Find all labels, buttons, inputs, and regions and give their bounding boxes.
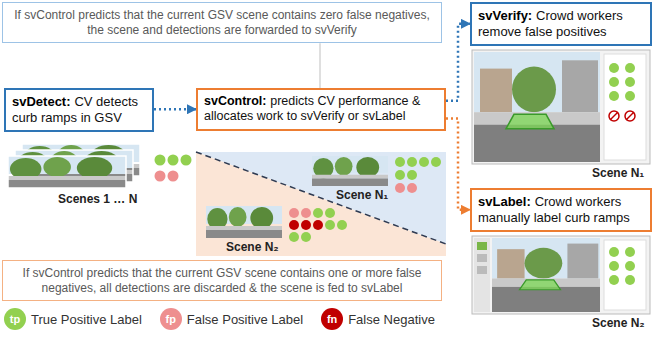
legend-text: False Negative [348, 312, 435, 327]
scene-caption: Scene N₂ [226, 240, 279, 254]
scene-caption: Scenes 1 … N [58, 192, 137, 206]
label-screenshot [625, 275, 635, 285]
detection-dots [289, 220, 299, 230]
detection-dots [395, 157, 441, 193]
scene-caption: Scene N₁ [336, 188, 388, 202]
verify-screenshot [625, 77, 635, 87]
box-text: If svControl predicts that the current G… [14, 8, 430, 37]
label-screenshot [477, 254, 487, 262]
label-screenshot [472, 236, 650, 314]
detection-dots [325, 208, 335, 218]
label-screenshot [609, 261, 619, 271]
scene-caption: Scene N₂ [592, 316, 645, 330]
detection-dots [407, 157, 417, 167]
scene-stack [8, 156, 126, 188]
box-text: If svControl predicts that the current G… [23, 266, 422, 295]
detection-dots [407, 170, 417, 180]
detection-dots [289, 208, 299, 218]
condition-note: If svControl predicts that the current G… [2, 2, 442, 43]
label-screenshot [477, 266, 487, 274]
detection-dots [419, 157, 429, 167]
detection-dots [289, 232, 299, 242]
label-screenshot [609, 275, 619, 285]
detection-dots [337, 220, 347, 230]
flow-arrow [320, 43, 321, 88]
detection-dots [313, 220, 323, 230]
detection-dots [155, 155, 192, 182]
detection-dots [168, 155, 179, 166]
verify-screenshot [609, 77, 619, 87]
scene-stack [8, 156, 126, 188]
flow-arrow [446, 119, 470, 210]
verify-screenshot [472, 50, 650, 164]
scene-caption: Scene N₁ [592, 166, 644, 180]
label-screenshot [609, 247, 619, 257]
detection-dots [301, 208, 311, 218]
verify-screenshot [610, 112, 618, 120]
box-heading: svControl: [204, 94, 267, 108]
detection-dots [407, 183, 417, 193]
label-screenshot [474, 238, 490, 312]
verify-screenshot [625, 111, 635, 121]
detection-dots [301, 220, 311, 230]
outcome-band [196, 152, 446, 256]
verify-screenshot [609, 91, 619, 101]
detection-dots [325, 220, 335, 230]
legend-text: False Positive Label [187, 312, 303, 327]
detection-dots [395, 183, 405, 193]
box-heading: svVerify: [478, 8, 532, 23]
legend-item: tp True Positive Label [4, 308, 142, 330]
detection-dots [155, 171, 166, 182]
legend-code: tp [10, 313, 20, 325]
condition-note: If svControl predicts that the current G… [2, 260, 442, 301]
detection-dots [181, 155, 192, 166]
legend-text: True Positive Label [31, 312, 142, 327]
label-screenshot [477, 242, 487, 250]
verify-screenshot [474, 52, 600, 162]
detection-dots [395, 170, 405, 180]
detection-dots [395, 157, 405, 167]
label-screenshot [472, 236, 650, 314]
verify-screenshot [609, 63, 619, 73]
legend-swatch: tp [4, 308, 26, 330]
box-heading: svLabel: [478, 194, 531, 209]
detection-dots [155, 155, 166, 166]
label-screenshot [604, 240, 646, 310]
legend-swatch: fn [321, 308, 343, 330]
process-box: svDetect:CV detects curb ramps in GSV [4, 88, 154, 132]
process-box: svLabel:Crowd workers manually label cur… [470, 188, 652, 232]
verify-screenshot [625, 63, 635, 73]
detection-dots [168, 171, 179, 182]
legend-swatch: fp [160, 308, 182, 330]
outcome-band [196, 152, 446, 256]
scene-stack [8, 144, 140, 188]
process-box: svVerify:Crowd workers remove false posi… [470, 2, 652, 46]
label-screenshot [492, 238, 600, 312]
scene-thumbnail [206, 206, 282, 238]
legend-item: fp False Positive Label [160, 308, 303, 330]
legend-item: fn False Negative [321, 308, 435, 330]
box-heading: svDetect: [12, 94, 71, 109]
verify-screenshot [472, 50, 650, 164]
detection-dots [431, 157, 441, 167]
legend-code: fn [327, 313, 337, 325]
scene-thumbnail [312, 156, 388, 186]
outcome-band [196, 152, 446, 244]
control-box: svControl:predicts CV performance & allo… [196, 88, 446, 131]
label-screenshot [625, 247, 635, 257]
legend: tp True Positive Label fp False Positive La… [4, 308, 453, 330]
label-screenshot [625, 261, 635, 271]
verify-screenshot [604, 54, 646, 160]
verify-screenshot [626, 112, 634, 120]
flow-arrow [154, 108, 196, 111]
detection-dots [301, 232, 311, 242]
flow-arrow [446, 24, 470, 101]
detection-dots [289, 208, 347, 242]
verify-screenshot [625, 91, 635, 101]
detection-dots [313, 208, 323, 218]
verify-screenshot [609, 111, 619, 121]
legend-code: fp [166, 313, 176, 325]
scene-thumbnail [206, 156, 388, 238]
